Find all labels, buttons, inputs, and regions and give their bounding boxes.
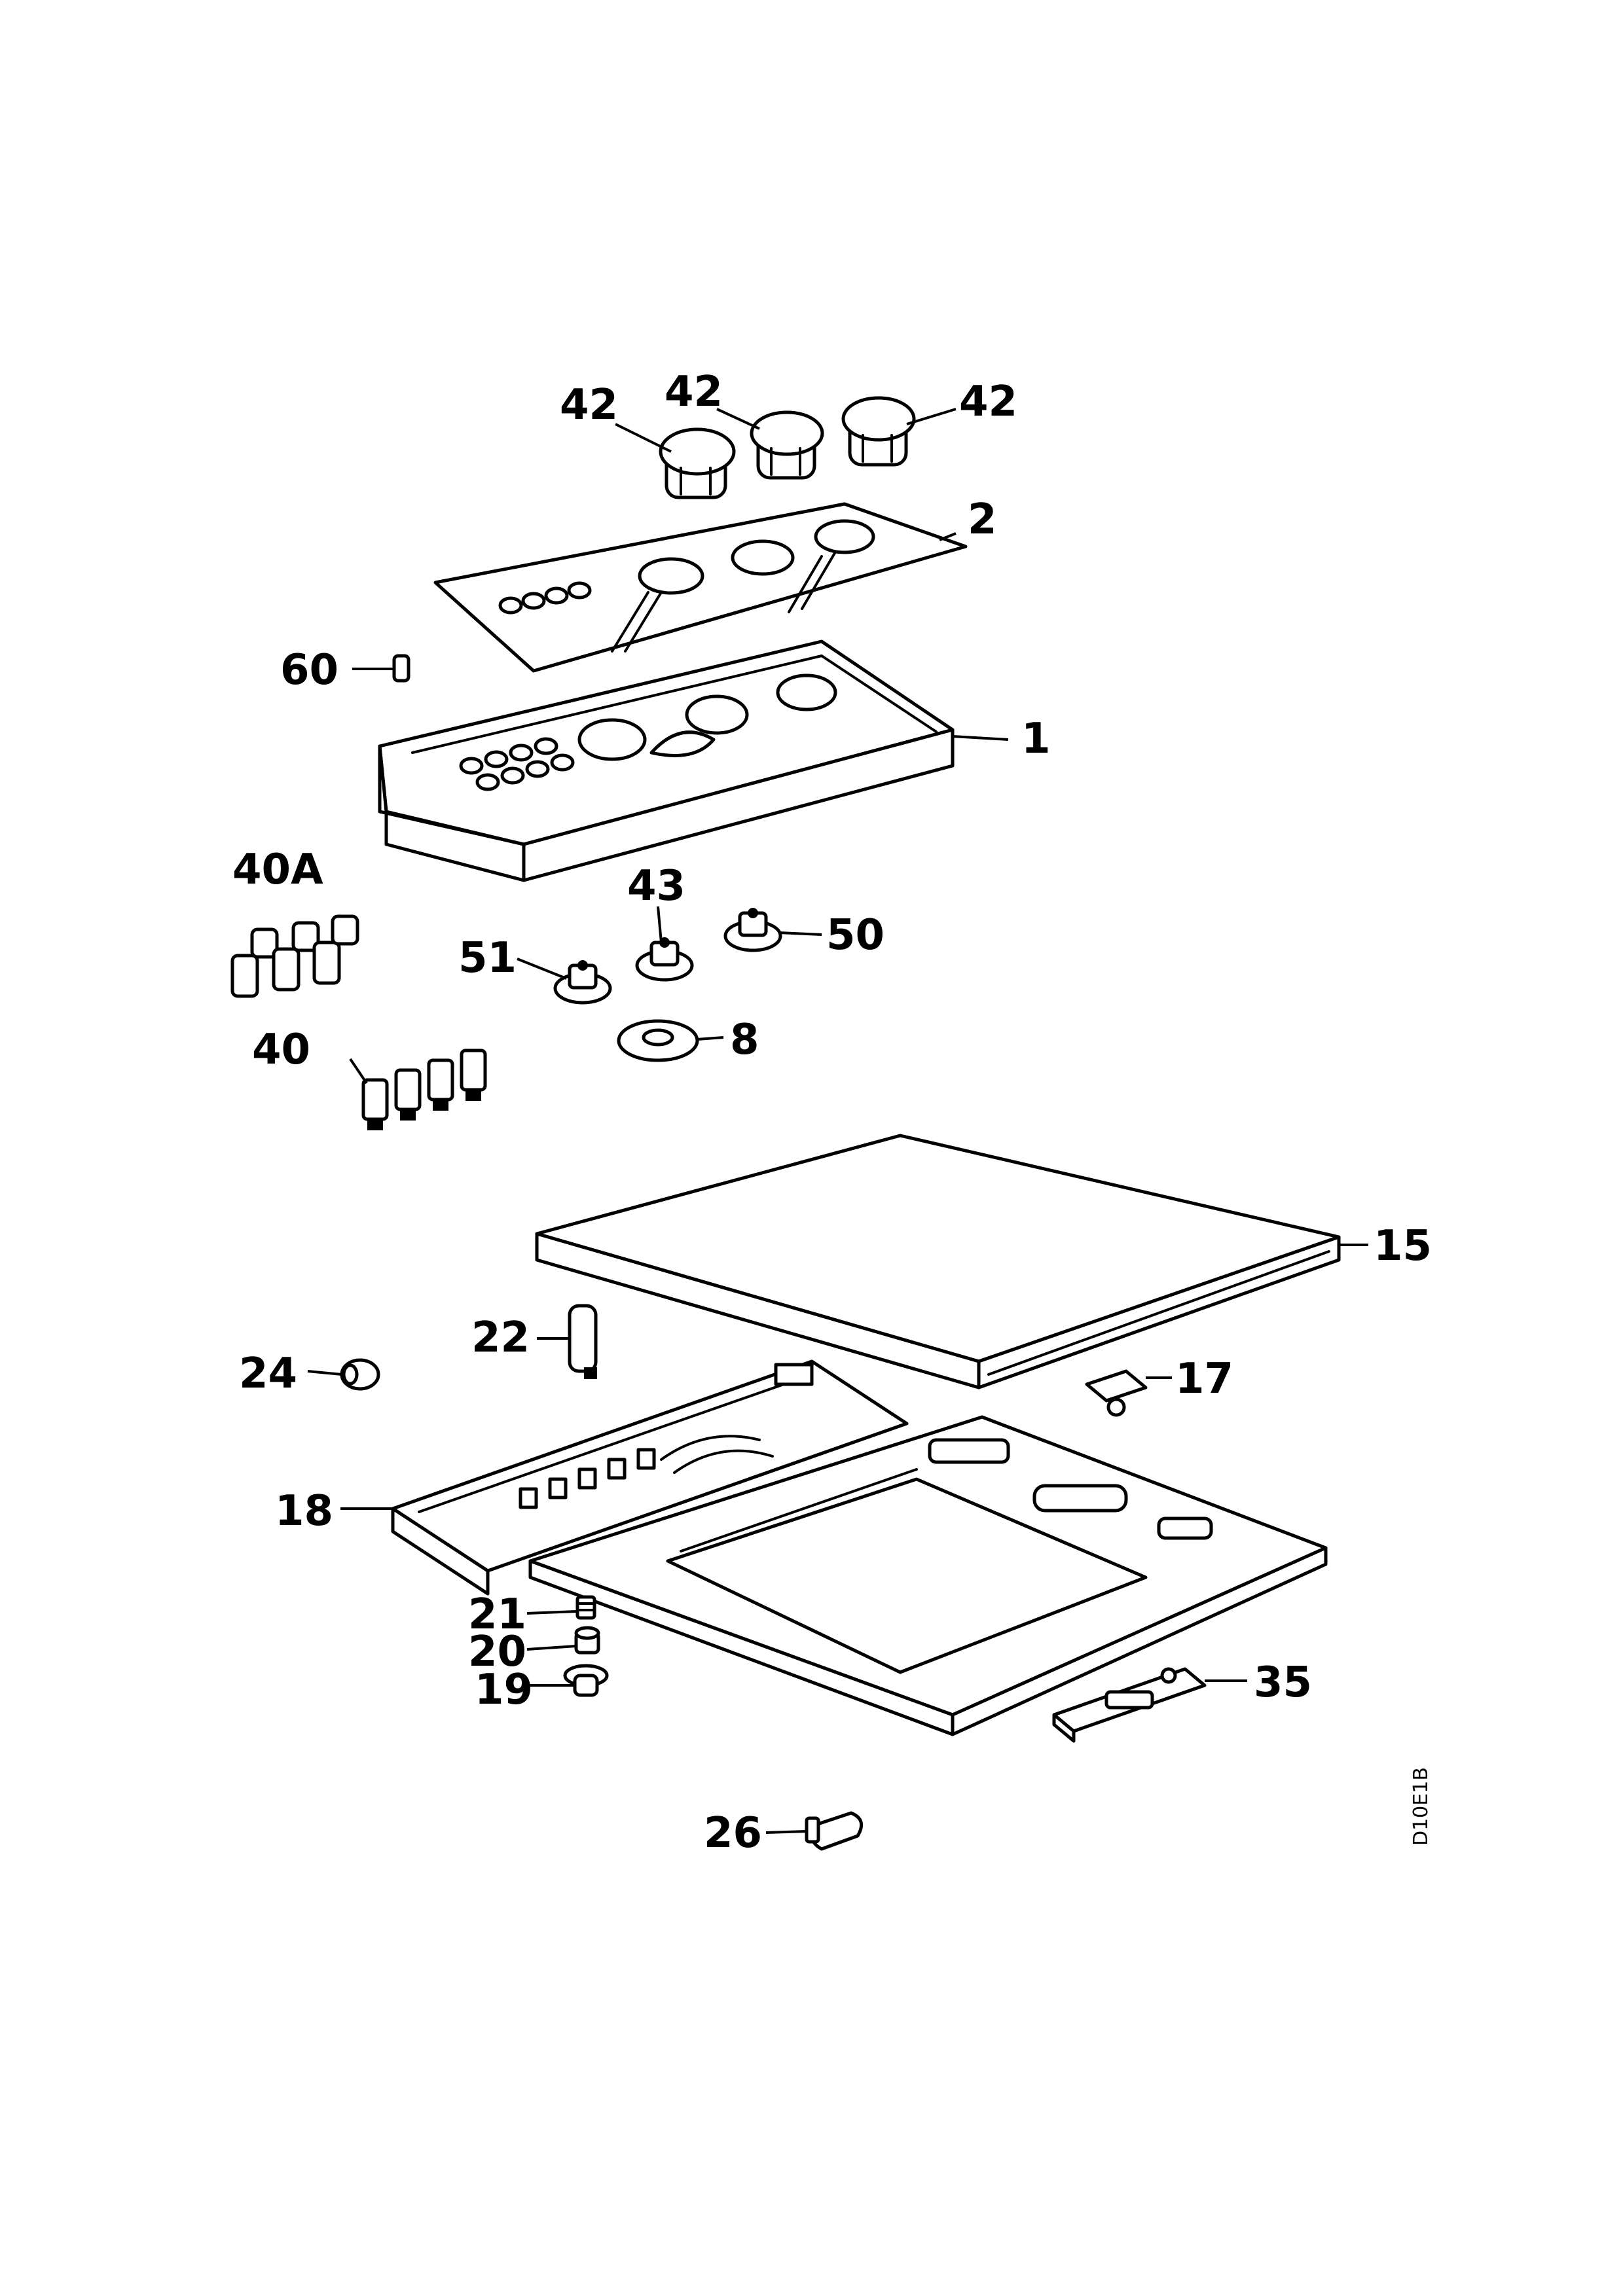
knob-42-middle: [750, 410, 824, 480]
label-22: 22: [471, 1314, 530, 1362]
clip-26: [805, 1811, 864, 1851]
pin-60: [392, 654, 410, 683]
label-51: 51: [458, 934, 517, 982]
label-43: 43: [627, 862, 685, 910]
control-panel-housing: [378, 639, 955, 882]
leader-lines: [307, 408, 1368, 1834]
label-24: 24: [239, 1350, 297, 1398]
label-19: 19: [475, 1666, 533, 1714]
label-42-right: 42: [959, 378, 1017, 426]
spring-21: [575, 1595, 596, 1620]
handle-22: [568, 1304, 598, 1379]
label-17: 17: [1175, 1355, 1233, 1403]
bushing-20: [574, 1626, 600, 1655]
label-42-left: 42: [560, 381, 618, 429]
pushbutton-caps-40a: [230, 914, 359, 998]
drawing-code: D10E1B: [1410, 1767, 1432, 1846]
label-40: 40: [252, 1026, 310, 1074]
label-26: 26: [704, 1809, 762, 1857]
label-21: 21: [468, 1590, 526, 1639]
hinge-35: [1052, 1667, 1207, 1743]
label-60: 60: [280, 646, 338, 694]
switch-51: [553, 960, 612, 1005]
label-20: 20: [468, 1628, 526, 1676]
top-frame: [528, 1415, 1328, 1736]
cap-24: [340, 1358, 380, 1391]
label-15: 15: [1374, 1222, 1432, 1270]
ring-8: [617, 1019, 699, 1062]
top-cover-15: [535, 1134, 1341, 1390]
bracket-17: [1085, 1369, 1148, 1417]
switch-50: [723, 908, 782, 952]
housing-18: [391, 1359, 909, 1596]
callout-labels: 42 42 42 2 60 1 40A 43 50 51 8 40 15 22 …: [232, 368, 1432, 1857]
pushbutton-set-40: [361, 1049, 487, 1130]
label-40a: 40A: [232, 846, 323, 894]
switch-43: [635, 937, 694, 982]
label-35: 35: [1254, 1659, 1312, 1707]
label-18: 18: [275, 1487, 333, 1535]
label-8: 8: [730, 1016, 759, 1064]
label-1: 1: [1021, 715, 1051, 763]
knob-42-right: [841, 396, 916, 467]
knob-42-left: [659, 427, 736, 499]
control-panel-glass: [433, 502, 968, 673]
label-2: 2: [968, 495, 997, 544]
plug-19: [563, 1664, 609, 1697]
label-42-middle: 42: [665, 368, 723, 416]
label-50: 50: [826, 911, 884, 960]
